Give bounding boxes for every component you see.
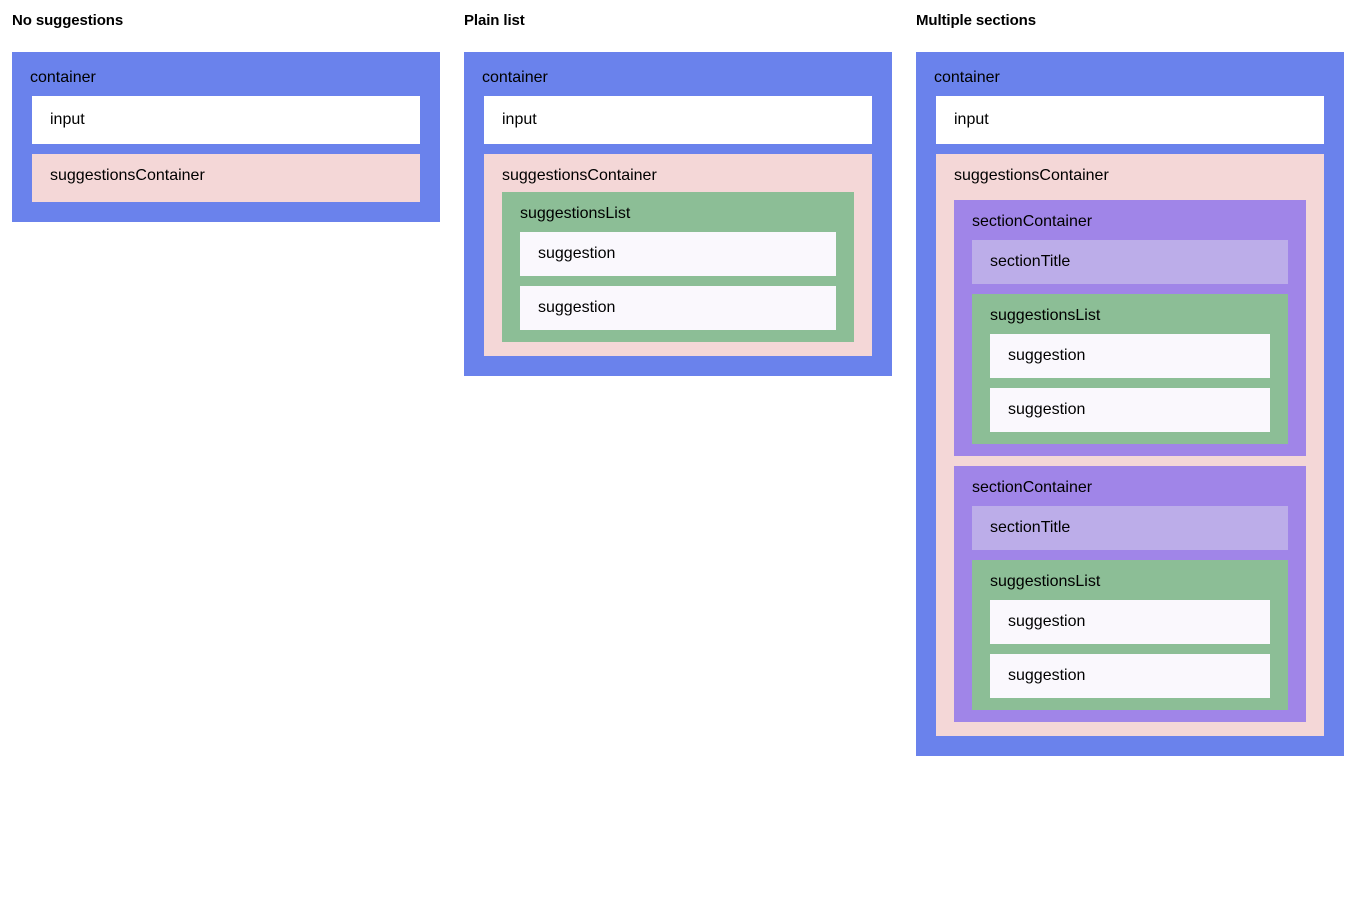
column-plain-list: Plain list container input suggestionsCo… bbox=[452, 0, 904, 376]
container-box: container input suggestionsContainer sug… bbox=[464, 52, 892, 376]
section-container-label: sectionContainer bbox=[972, 213, 1093, 230]
suggestion-item[interactable]: suggestion bbox=[990, 388, 1270, 432]
section-title-box: sectionTitle bbox=[972, 240, 1288, 284]
section-container-box: sectionContainer sectionTitle suggestion… bbox=[954, 466, 1306, 722]
suggestion-label: suggestion bbox=[538, 299, 616, 316]
suggestion-label: suggestion bbox=[1008, 613, 1086, 630]
container-label: container bbox=[934, 69, 1000, 86]
column-no-suggestions: No suggestions container input suggestio… bbox=[0, 0, 452, 222]
container-label: container bbox=[482, 69, 548, 86]
input-box[interactable]: input bbox=[936, 96, 1324, 144]
column-title: Multiple sections bbox=[916, 12, 1036, 29]
suggestion-item[interactable]: suggestion bbox=[520, 232, 836, 276]
suggestion-label: suggestion bbox=[538, 245, 616, 262]
suggestion-item[interactable]: suggestion bbox=[990, 654, 1270, 698]
suggestions-container-box: suggestionsContainer sectionContainer se… bbox=[936, 154, 1324, 736]
suggestions-list-box: suggestionsList suggestion suggestion bbox=[972, 294, 1288, 444]
suggestions-container-label: suggestionsContainer bbox=[502, 167, 657, 184]
column-multiple-sections: Multiple sections container input sugges… bbox=[904, 0, 1356, 756]
input-label: input bbox=[50, 111, 85, 128]
suggestions-list-label: suggestionsList bbox=[990, 307, 1101, 324]
input-box[interactable]: input bbox=[32, 96, 420, 144]
suggestion-label: suggestion bbox=[1008, 667, 1086, 684]
suggestion-label: suggestion bbox=[1008, 347, 1086, 364]
suggestions-container-box: suggestionsContainer suggestionsList sug… bbox=[484, 154, 872, 356]
suggestions-list-box: suggestionsList suggestion suggestion bbox=[502, 192, 854, 342]
column-title: Plain list bbox=[464, 12, 525, 29]
section-title-label: sectionTitle bbox=[990, 253, 1071, 270]
container-box: container input suggestionsContainer bbox=[12, 52, 440, 222]
suggestion-label: suggestion bbox=[1008, 401, 1086, 418]
input-label: input bbox=[954, 111, 989, 128]
section-title-box: sectionTitle bbox=[972, 506, 1288, 550]
suggestion-item[interactable]: suggestion bbox=[990, 600, 1270, 644]
suggestions-list-label: suggestionsList bbox=[990, 573, 1101, 590]
section-container-box: sectionContainer sectionTitle suggestion… bbox=[954, 200, 1306, 456]
column-title: No suggestions bbox=[12, 12, 124, 29]
suggestions-list-box: suggestionsList suggestion suggestion bbox=[972, 560, 1288, 710]
suggestions-container-label: suggestionsContainer bbox=[954, 167, 1109, 184]
input-box[interactable]: input bbox=[484, 96, 872, 144]
input-label: input bbox=[502, 111, 537, 128]
container-box: container input suggestionsContainer sec… bbox=[916, 52, 1344, 756]
section-title-label: sectionTitle bbox=[990, 519, 1071, 536]
suggestion-item[interactable]: suggestion bbox=[990, 334, 1270, 378]
section-container-label: sectionContainer bbox=[972, 479, 1093, 496]
container-label: container bbox=[30, 69, 96, 86]
suggestions-container-box: suggestionsContainer bbox=[32, 154, 420, 202]
suggestions-list-label: suggestionsList bbox=[520, 205, 631, 222]
suggestion-item[interactable]: suggestion bbox=[520, 286, 836, 330]
suggestions-container-label: suggestionsContainer bbox=[50, 167, 205, 184]
